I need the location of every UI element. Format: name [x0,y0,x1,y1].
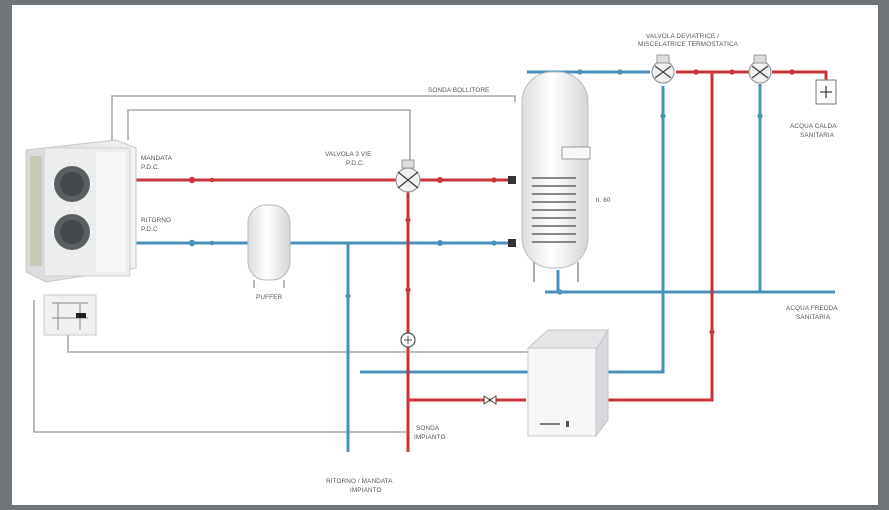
thermostatic-mixing-valve [748,54,772,84]
diagram-panel [12,5,878,505]
label-mandata-2: P.D.C. [141,164,160,171]
label-sonda-bollitore: SONDA BOLLITORE [428,87,489,94]
label-mandata-1: MANDATA [141,155,173,162]
label-acqua-calda-2: SANITARIA [800,132,835,139]
label-ritorno-2: P.D.C [141,226,158,233]
label-acqua-calda-1: ACQUA CALDA [790,123,837,130]
label-ritorno-mandata-2: IMPIANTO [350,487,382,494]
label-acqua-fredda-1: ACQUA FREDDA [786,305,838,312]
label-boiler-capacity: lt. 80 [596,197,611,204]
label-ritorno-1: RITORNO [141,217,171,224]
label-sonda-impianto-2: IMPIANTO [414,434,446,441]
control-box [43,294,97,336]
label-valvola-deviatrice-1: VALVOLA DEVIATRICE / [646,33,719,40]
label-valvola-deviatrice-2: MISCELATRICE TERMOSTATICA [638,41,739,48]
labels: SONDA BOLLITORE VALVOLA DEVIATRICE / MIS… [141,33,838,494]
hot-water-tap-icon [815,79,837,105]
diverting-valve [651,54,675,84]
label-puffer: PUFFER [256,294,282,301]
puffer-tank [247,204,291,288]
heat-pump-unit [25,139,137,283]
check-valve [483,395,497,405]
dhw-boiler [521,71,591,282]
three-way-valve-pdc [395,159,421,193]
label-ritorno-mandata-1: RITORNO / MANDATA [326,478,393,485]
cold-pipes [136,70,835,452]
label-acqua-fredda-2: SANITARIA [796,314,831,321]
pipe-fittings [188,69,795,335]
label-valvola3vie-2: P.D.C. [346,160,365,167]
label-sonda-impianto-1: SONDA [416,425,440,432]
label-valvola3vie-1: VALVOLA 3 VIE [325,151,372,158]
circulation-pump [400,332,416,348]
wall-boiler [526,328,609,438]
